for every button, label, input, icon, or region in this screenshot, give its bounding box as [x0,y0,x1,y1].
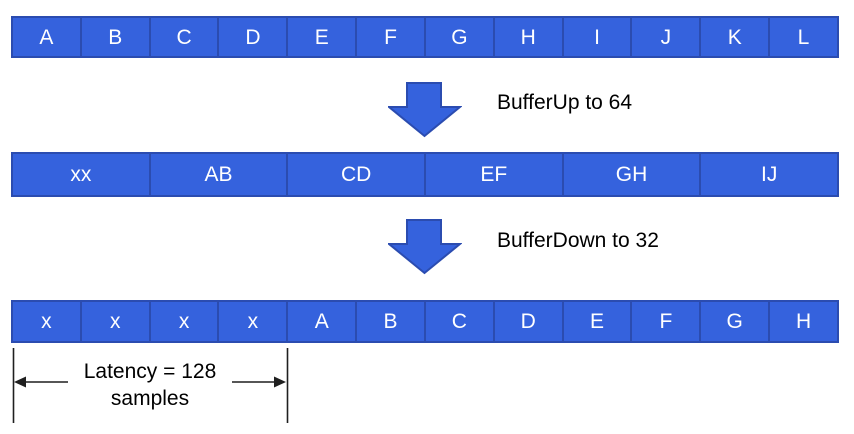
buffer-cell: E [561,302,631,341]
buffer-cell: x [79,302,149,341]
buffer-cell: EF [424,154,562,195]
buffer-cell: GH [561,154,700,195]
buffer-cell: G [423,18,493,56]
latency-label: Latency = 128 samples [13,358,287,412]
buffer-cell: L [768,18,837,56]
buffer-cell: D [217,18,286,56]
buffer-cell: F [630,302,699,341]
buffer-cell: B [355,302,424,341]
buffer-cell: xx [70,163,92,186]
buffer-cell: H [492,18,562,56]
buffer-cell: B [79,18,149,56]
buffer-cell: A [286,302,355,341]
latency-label-line1: Latency = 128 [83,360,217,383]
buffer-cell: C [148,18,218,56]
buffer-cell: x [217,302,286,341]
buffer-down-label: BufferDown to 32 [497,229,659,252]
buffer-cell: H [768,302,837,341]
buffer-cell: CD [286,154,424,195]
buffer-up-label: BufferUp to 64 [497,91,633,114]
buffer-cell: x [41,310,52,333]
buffer-cell: AB [148,154,287,195]
buffer-cell: E [286,18,355,56]
down-arrow-icon [388,82,462,138]
buffer-cell: K [699,18,768,56]
buffer-cell: F [355,18,424,56]
buffer-cell: I [561,18,631,56]
buffer-cell: x [148,302,218,341]
down-arrow-icon [388,219,462,275]
buffer-cell: C [423,302,493,341]
buffer-cell: J [630,18,699,56]
buffer-cell: A [39,25,54,49]
buffer-cell: IJ [699,154,837,195]
latency-label-line2: samples [110,387,190,410]
buffer-cell: D [492,302,562,341]
buffer-cell: G [699,302,768,341]
latency-dimension-lines [12,348,289,423]
